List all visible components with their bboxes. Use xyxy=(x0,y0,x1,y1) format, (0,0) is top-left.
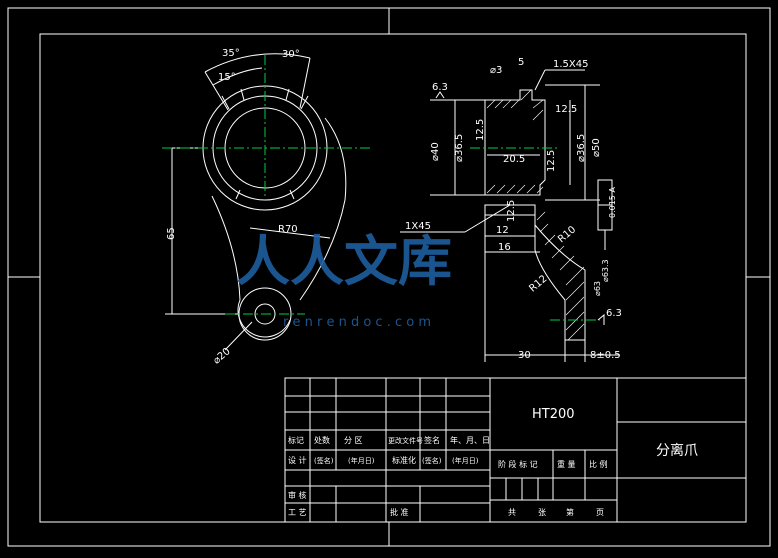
label-date-paren2: (年月日) xyxy=(452,456,479,465)
watermark-text: 人人文库 xyxy=(236,230,452,293)
dim-12-5-mid-label: 12.5 xyxy=(546,150,557,172)
dia-40-label: ⌀40 xyxy=(430,142,441,161)
angle-35-label: 35° xyxy=(222,48,240,59)
dim-16-label: 16 xyxy=(498,242,511,253)
section-hatching xyxy=(486,89,585,341)
dim-5-label: 5 xyxy=(518,57,524,68)
section-view xyxy=(400,69,620,362)
dim-12-5-left-label: 12.5 xyxy=(506,200,517,222)
label-review: 审 核 xyxy=(288,490,307,500)
label-mark: 标记 xyxy=(288,435,304,445)
label-signature-paren2: (签名) xyxy=(422,456,442,465)
angle-30-label: 30° xyxy=(282,49,300,60)
label-total: 共 xyxy=(508,508,516,517)
label-count: 处数 xyxy=(314,435,330,445)
label-page-unit: 页 xyxy=(596,508,604,517)
label-date: 年、月、日 xyxy=(450,435,490,445)
title-block xyxy=(284,377,747,523)
angle-15-label: 15° xyxy=(218,72,236,83)
label-process: 工 艺 xyxy=(288,508,307,517)
label-sheets: 张 xyxy=(538,508,546,517)
dia-63-3-label: ⌀63.3 xyxy=(601,259,610,282)
dim-65-label: 65 xyxy=(166,227,177,240)
chamfer-mid-label: 1X45 xyxy=(405,221,431,232)
label-approve: 批 准 xyxy=(390,507,409,517)
label-weight: 重 量 xyxy=(557,459,576,469)
label-zone: 分 区 xyxy=(344,436,363,445)
dim-30-label: 30 xyxy=(518,350,531,361)
label-page: 第 xyxy=(566,507,574,517)
label-stage-mark: 阶 段 标 记 xyxy=(498,459,538,469)
material-label: HT200 xyxy=(532,407,575,422)
label-ratio: 比 例 xyxy=(589,459,608,469)
dim-12-5-right-label: 12.5 xyxy=(555,104,577,115)
radius-r70-label: R70 xyxy=(278,224,298,235)
label-design: 设 计 xyxy=(288,455,307,465)
label-sign: 签名 xyxy=(424,435,440,445)
part-name-label: 分离爪 xyxy=(656,442,698,459)
front-view xyxy=(165,53,347,351)
dia-63-label: ⌀63 xyxy=(593,281,602,296)
dim-3-label: ⌀3 xyxy=(490,65,502,76)
label-standardize: 标准化 xyxy=(392,455,416,465)
dim-6-3-top-label: 6.3 xyxy=(432,82,448,93)
label-signature-paren: (签名) xyxy=(314,456,334,465)
tolerance-frame-label: 0.015 A xyxy=(608,187,617,218)
dia-36-5-left-label: ⌀36.5 xyxy=(454,134,465,162)
dia-50-label: ⌀50 xyxy=(591,138,602,157)
label-date-paren: (年月日) xyxy=(348,456,375,465)
chamfer-top-label: 1.5X45 xyxy=(553,59,588,70)
label-change-doc: 更改文件号 xyxy=(388,436,423,445)
dim-12-label: 12 xyxy=(496,225,509,236)
dim-20-5-label: 20.5 xyxy=(503,154,525,165)
radius-r10-label: R10 xyxy=(556,224,578,245)
dim-8-label: 8±0.5 xyxy=(590,350,621,361)
radius-r12-label: R12 xyxy=(527,273,549,294)
dia-20-label: ⌀20 xyxy=(211,346,232,366)
dia-36-5-right-label: ⌀36.5 xyxy=(576,134,587,162)
dim-6-3-right-label: 6.3 xyxy=(606,308,622,319)
watermark: 人人文库 r e n r e n d o c . c o m xyxy=(236,230,452,330)
watermark-url: r e n r e n d o c . c o m xyxy=(283,315,431,330)
dim-12-5-inner-label: 12.5 xyxy=(475,119,486,141)
